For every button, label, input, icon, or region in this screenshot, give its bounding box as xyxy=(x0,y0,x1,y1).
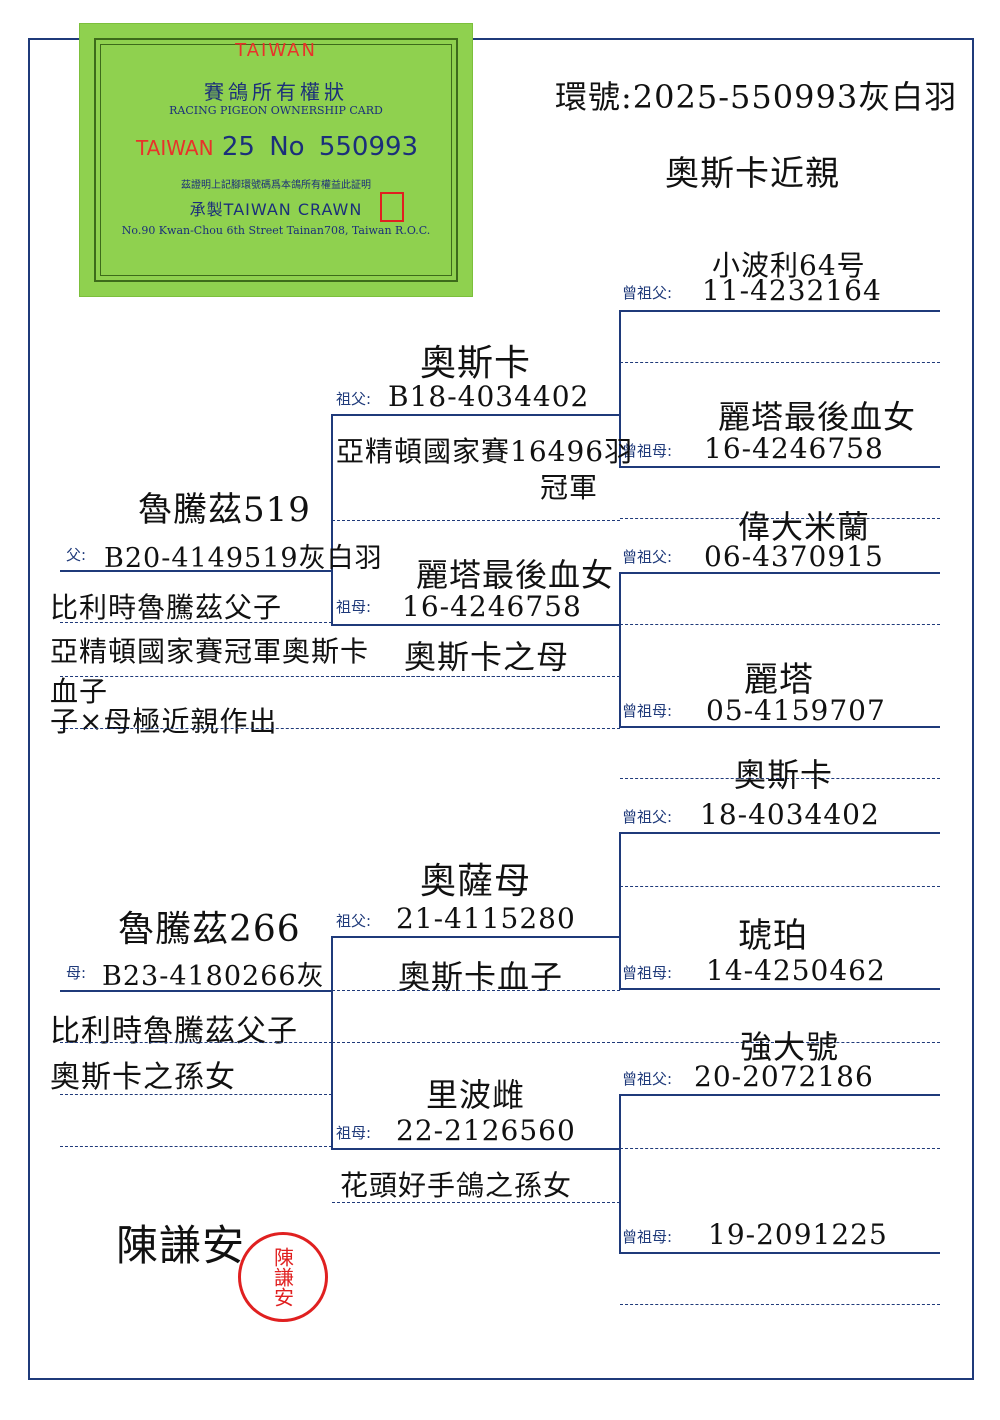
ggp1-name: 小波利64号 xyxy=(712,249,866,282)
pedigree-note: 奧斯卡近親 xyxy=(665,154,840,194)
ggp8-label: 曾祖母: xyxy=(622,1228,673,1246)
card-ring-prefix: TAIWAN xyxy=(136,136,214,160)
ggp4-name: 麗塔 xyxy=(744,660,814,700)
sire-note-2: 亞精頓國家賽冠軍奧斯卡 xyxy=(50,635,370,668)
sire-note-4: 子×母極近親作出 xyxy=(50,705,278,738)
dam-name: 魯騰茲266 xyxy=(118,909,301,950)
card-ring-no-label: No xyxy=(269,132,305,162)
gp2-name: 麗塔最後血女 xyxy=(416,556,615,594)
ggp5-name: 奧斯卡 xyxy=(734,756,834,794)
sire-note-3: 血子 xyxy=(50,675,109,708)
card-ring-number: 550993 xyxy=(318,132,419,162)
card-certify: 茲證明上記腳環號碼爲本鴿所有權益此証明 xyxy=(181,180,371,191)
seal-text: 陳謙安 xyxy=(270,1247,295,1307)
gp4-label: 祖母: xyxy=(336,1124,372,1142)
gp4-ring: 22-2126560 xyxy=(396,1114,576,1147)
red-seal-icon: 陳謙安 xyxy=(238,1232,328,1322)
card-seal-icon xyxy=(380,192,404,222)
ownership-card: TAIWAN 賽鴿所有權狀 RACING PIGEON OWNERSHIP CA… xyxy=(80,24,472,296)
ggp7-name: 強大號 xyxy=(740,1028,840,1066)
ggp3-name: 偉大米蘭 xyxy=(738,508,871,546)
ggp6-name: 琥珀 xyxy=(738,916,808,956)
ggp3-ring: 06-4370915 xyxy=(704,540,884,573)
sire-label: 父: xyxy=(66,546,87,564)
ggp6-label: 曾祖母: xyxy=(622,964,673,982)
gp1-name: 奧斯卡 xyxy=(420,343,532,384)
gp3-ring: 21-4115280 xyxy=(396,902,576,935)
gp1-label: 祖父: xyxy=(336,390,372,408)
ring-heading: 環號:2025-550993灰白羽 xyxy=(555,78,958,116)
card-ring-year: 25 xyxy=(221,132,255,162)
ggp8-ring: 19-2091225 xyxy=(708,1218,888,1251)
gp3-name: 奧薩母 xyxy=(420,861,532,902)
ggp5-ring: 18-4034402 xyxy=(700,798,880,831)
gp2-ring: 16-4246758 xyxy=(402,590,582,623)
ggp2-name: 麗塔最後血女 xyxy=(718,398,917,436)
ggp3-label: 曾祖父: xyxy=(622,548,673,566)
sire-note-1: 比利時魯騰茲父子 xyxy=(50,591,283,624)
gp4-name: 里波雌 xyxy=(426,1076,526,1114)
ggp4-label: 曾祖母: xyxy=(622,702,673,720)
ggp7-ring: 20-2072186 xyxy=(694,1060,874,1093)
card-address: No.90 Kwan-Chou 6th Street Tainan708, Ta… xyxy=(121,224,431,237)
ggp1-ring: 11-4232164 xyxy=(702,274,882,307)
ggp2-ring: 16-4246758 xyxy=(704,432,884,465)
gp4-note1: 花頭好手鴿之孫女 xyxy=(340,1169,573,1202)
gp2-note1: 奧斯卡之母 xyxy=(404,638,570,676)
dam-note-1: 比利時魯騰茲父子 xyxy=(50,1014,298,1049)
signature: 陳謙安 xyxy=(116,1221,246,1270)
card-title-en: RACING PIGEON OWNERSHIP CARD xyxy=(169,104,383,117)
sire-name: 魯騰茲519 xyxy=(138,490,311,530)
ggp4-ring: 05-4159707 xyxy=(706,694,886,727)
ggp7-label: 曾祖父: xyxy=(622,1070,673,1088)
ggp1-label: 曾祖父: xyxy=(622,284,673,302)
document-border xyxy=(28,38,974,1380)
dam-label: 母: xyxy=(66,964,87,982)
sire-ring: B20-4149519灰白羽 xyxy=(104,543,383,574)
ggp2-label: 曾祖母: xyxy=(622,442,673,460)
gp2-label: 祖母: xyxy=(336,598,372,616)
gp1-note2: 冠軍 xyxy=(540,471,599,504)
dam-ring: B23-4180266灰 xyxy=(102,961,325,992)
gp3-label: 祖父: xyxy=(336,912,372,930)
dam-note-2: 奧斯卡之孫女 xyxy=(50,1060,236,1095)
card-country: TAIWAN xyxy=(235,40,317,61)
card-title-zh: 賽鴿所有權狀 xyxy=(204,80,348,104)
card-maker: 承製TAIWAN CRAWN xyxy=(189,200,363,219)
ggp5-label: 曾祖父: xyxy=(622,808,673,826)
gp1-note1: 亞精頓國家賽16496羽 xyxy=(336,435,634,468)
ggp6-ring: 14-4250462 xyxy=(706,954,886,987)
gp3-note1: 奧斯卡血子 xyxy=(398,958,564,996)
gp1-ring: B18-4034402 xyxy=(388,380,590,413)
